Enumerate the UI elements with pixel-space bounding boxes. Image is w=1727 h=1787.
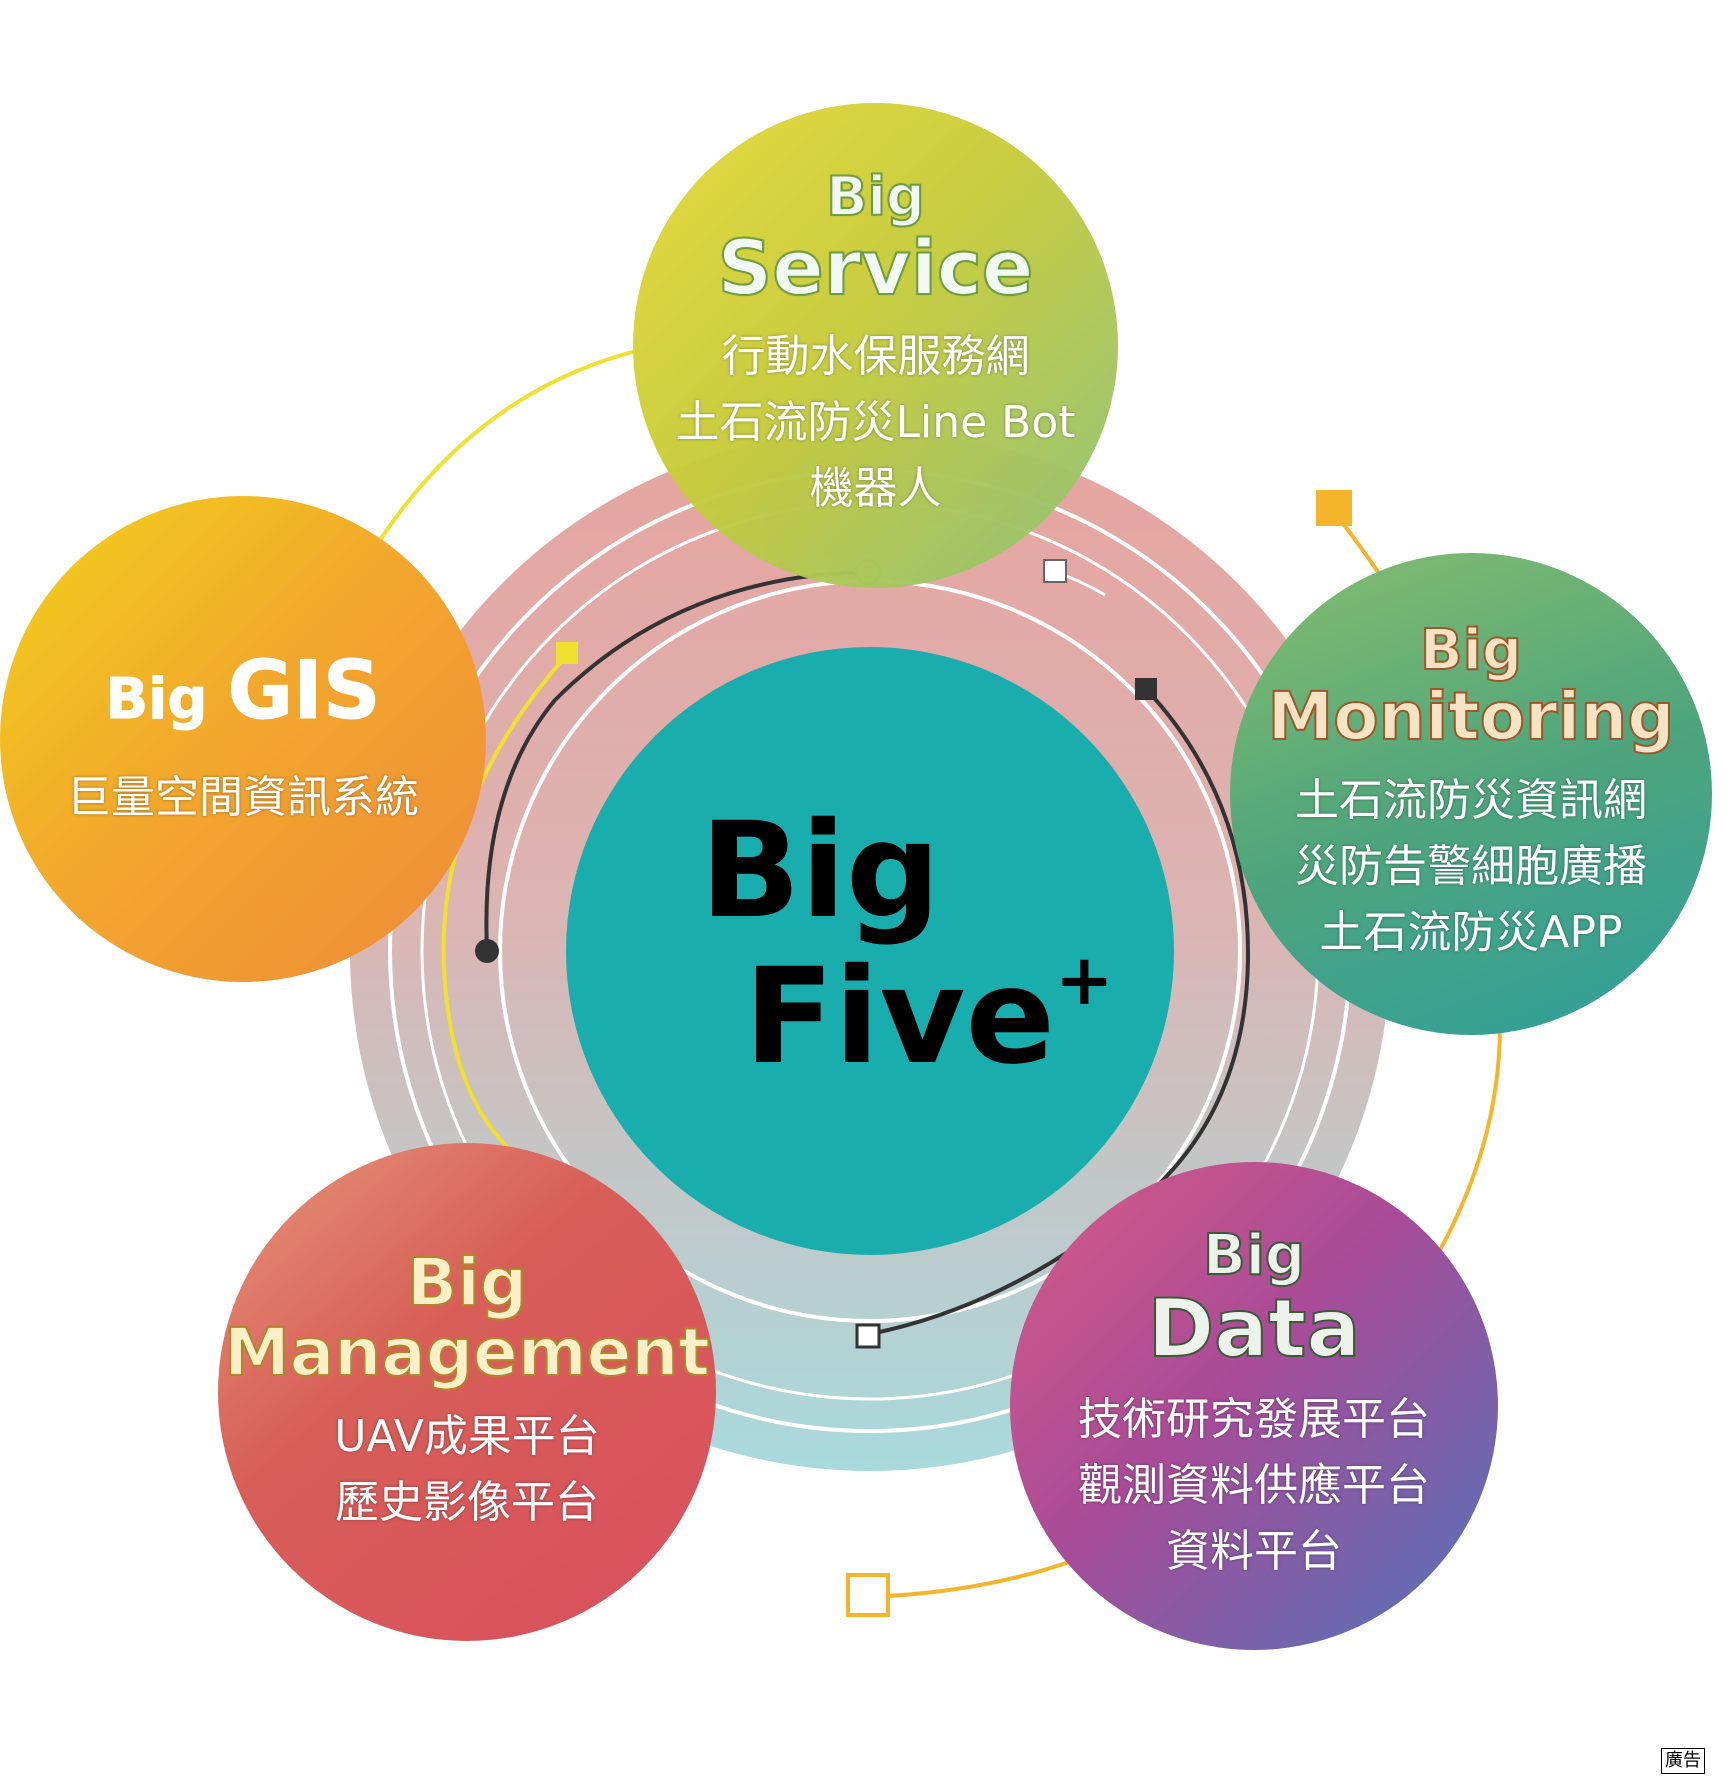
square-dark-right <box>1135 678 1157 700</box>
center-title-line2: Five+ <box>700 942 1130 1089</box>
node-data-item: 技術研究發展平台 <box>1078 1394 1430 1446</box>
node-big-data: Big Data 技術研究發展平台 觀測資料供應平台 資料平台 <box>1010 1162 1498 1650</box>
dot-dark-left <box>475 939 499 963</box>
node-data-name: Data <box>1147 1282 1362 1376</box>
node-big-gis: Big GIS 巨量空間資訊系統 <box>0 496 486 982</box>
center-title: Big Five+ <box>700 800 1130 1088</box>
node-monitoring-item: 土石流防災資訊網 <box>1295 774 1647 826</box>
node-service-item: 行動水保服務網 <box>721 330 1030 382</box>
node-management-name: Management <box>223 1314 711 1392</box>
node-management-item: 歷史影像平台 <box>335 1476 599 1528</box>
node-management-item: UAV成果平台 <box>334 1410 600 1462</box>
node-monitoring-name: Monitoring <box>1267 678 1676 756</box>
node-service-name: Service <box>717 223 1035 313</box>
connector-dark-left <box>484 570 869 951</box>
node-monitoring-prefix: Big <box>1419 618 1523 684</box>
square-white-top <box>1043 559 1067 583</box>
node-service-prefix: Big <box>825 165 925 229</box>
connector-monitoring-data <box>1438 1024 1502 1251</box>
node-data-item: 觀測資料供應平台 <box>1078 1460 1430 1512</box>
node-service-items: 行動水保服務網 土石流防災Line Bot 機器人 <box>675 324 1075 522</box>
node-big-management: Big Management UAV成果平台 歷史影像平台 <box>218 1143 716 1641</box>
node-monitoring-items: 土石流防災資訊網 災防告警細胞廣播 土石流防災APP <box>1295 768 1647 966</box>
node-gis-item: 巨量空間資訊系統 <box>67 772 419 823</box>
center-title-five: Five <box>744 939 1055 1094</box>
connector-data-bottom <box>887 1558 1076 1598</box>
square-yellow-small <box>556 642 578 664</box>
node-data-prefix: Big <box>1202 1222 1306 1288</box>
node-management-items: UAV成果平台 歷史影像平台 <box>334 1404 600 1536</box>
node-service-item: 土石流防災Line Bot <box>675 396 1076 448</box>
node-service-item: 機器人 <box>809 462 942 514</box>
square-dark-bottom <box>855 1323 881 1349</box>
node-data-items: 技術研究發展平台 觀測資料供應平台 資料平台 <box>1078 1387 1430 1585</box>
center-circle <box>566 647 1174 1255</box>
node-big-service: Big Service 行動水保服務網 土石流防災Line Bot 機器人 <box>633 103 1118 588</box>
square-orange-bottom <box>846 1573 890 1617</box>
node-gis-prefix: Big <box>105 667 208 732</box>
node-monitoring-item: 災防告警細胞廣播 <box>1295 840 1647 892</box>
node-big-monitoring: Big Monitoring 土石流防災資訊網 災防告警細胞廣播 土石流防災AP… <box>1230 553 1712 1035</box>
node-gis-items: 巨量空間資訊系統 <box>67 765 419 831</box>
node-management-prefix: Big <box>406 1244 528 1322</box>
node-gis-heading: Big GIS <box>105 644 381 737</box>
center-title-plus: + <box>1055 938 1114 1021</box>
connector-left-yellow <box>441 653 569 1152</box>
center-title-line1: Big <box>700 794 941 948</box>
node-gis-name: GIS <box>227 644 381 737</box>
node-monitoring-item: 土石流防災APP <box>1319 906 1623 958</box>
square-orange-top <box>1316 490 1352 526</box>
connector-dark-right <box>869 687 1251 1336</box>
ad-label: 廣告 <box>1661 1748 1705 1774</box>
node-data-item: 資料平台 <box>1166 1526 1342 1578</box>
connector-gis-service <box>378 348 641 542</box>
